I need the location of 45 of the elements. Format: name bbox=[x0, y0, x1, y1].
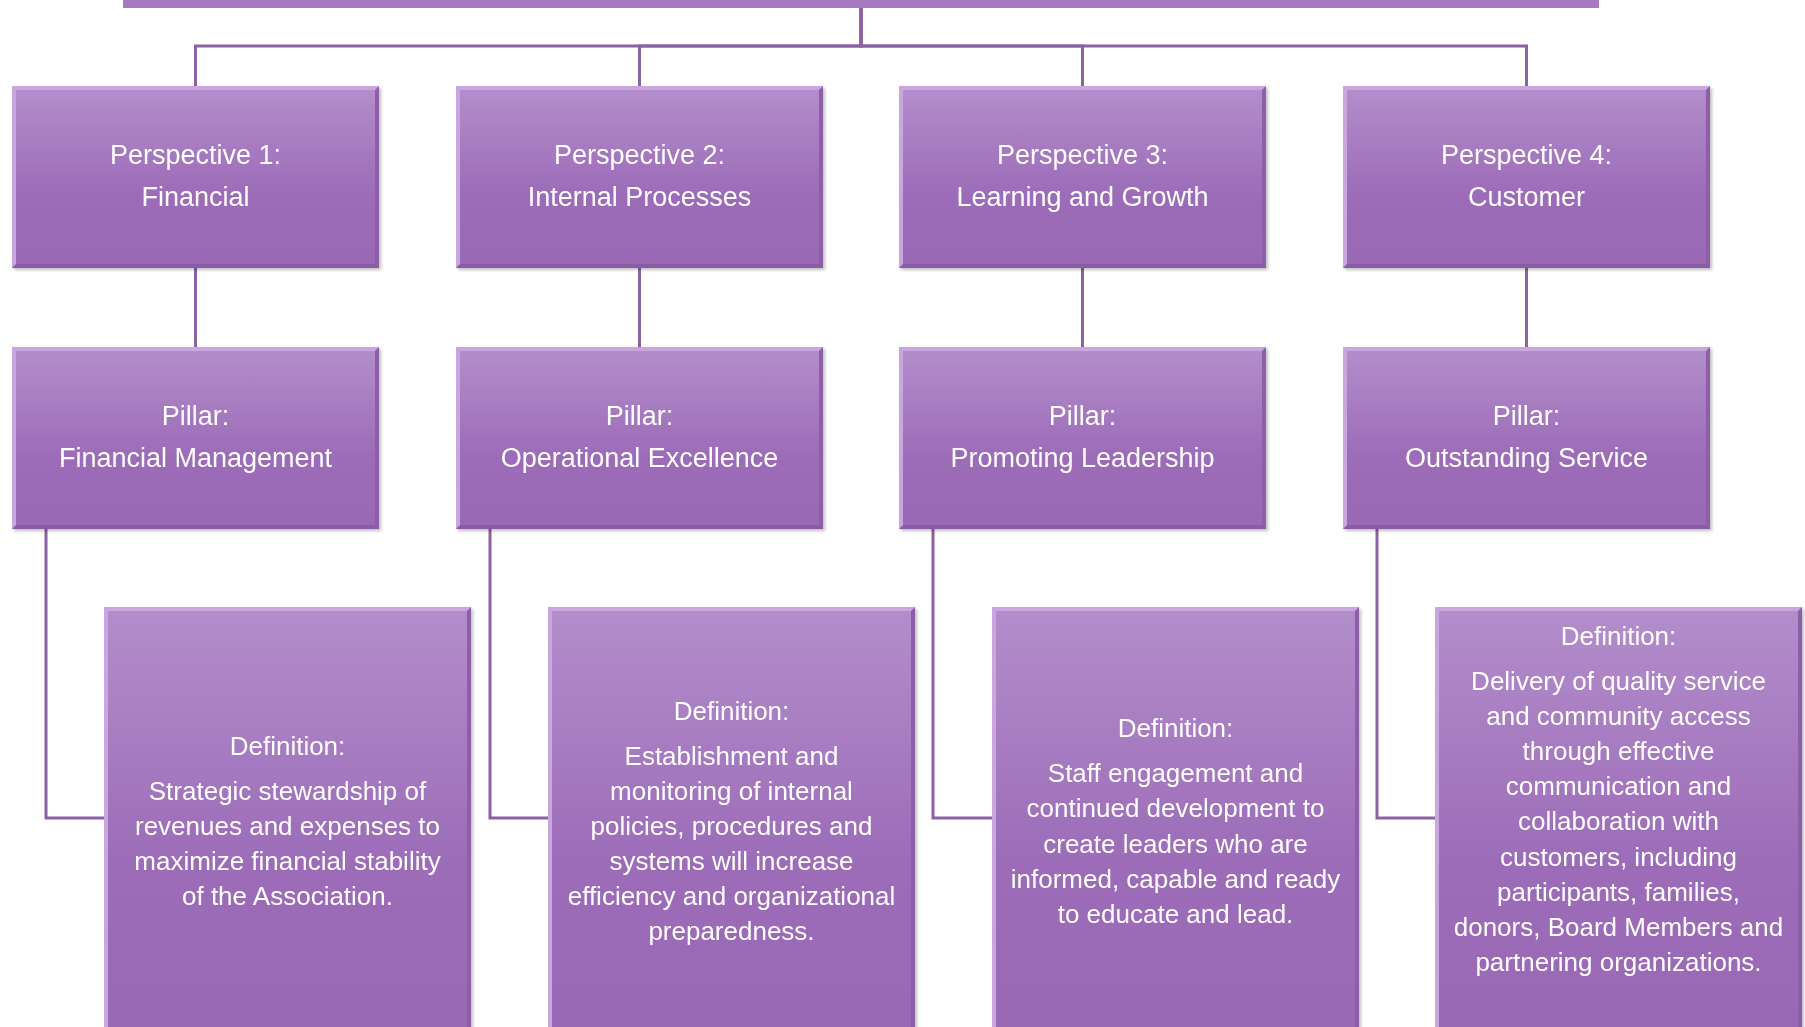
pillar-box bbox=[899, 347, 1266, 529]
connector-line bbox=[194, 268, 197, 347]
box-heading: Definition: bbox=[673, 694, 790, 728]
pillar-box bbox=[1343, 347, 1710, 529]
definition-text: Strategic stewardship of revenues and expenses to maximize financial stability of the Association. bbox=[133, 774, 442, 914]
box-heading: Pillar: bbox=[161, 400, 230, 434]
connector-line bbox=[44, 529, 104, 820]
pillar-box bbox=[12, 347, 379, 529]
box-title: Customer bbox=[1468, 181, 1585, 214]
box-title: Outstanding Service bbox=[1404, 442, 1649, 475]
perspective-box bbox=[899, 86, 1266, 268]
box-heading: Definition: bbox=[1560, 620, 1677, 653]
box-heading: Pillar: bbox=[1492, 400, 1561, 434]
box-heading: Perspective 4: bbox=[1440, 139, 1613, 173]
pillar-box bbox=[456, 347, 823, 529]
box-heading: Perspective 3: bbox=[996, 139, 1169, 173]
box-title: Operational Excellence bbox=[500, 442, 779, 475]
connector-line bbox=[1375, 529, 1435, 820]
definition-text: Delivery of quality service and community access through effective communication and collaboration with customers, including participants, families, donors, Board Members and partnering organizations. bbox=[1453, 665, 1784, 979]
box-title: Financial bbox=[141, 181, 250, 214]
definition-box bbox=[1435, 607, 1802, 1027]
box-heading: Pillar: bbox=[1048, 400, 1117, 434]
connector-line bbox=[1525, 268, 1528, 347]
box-title: Promoting Leadership bbox=[950, 442, 1215, 475]
connector-line bbox=[1081, 268, 1084, 347]
definition-box bbox=[104, 607, 471, 1027]
connector-line bbox=[488, 529, 548, 820]
definition-text: Staff engagement and continued development to create leaders who are informed, capable and ready to educate and lead. bbox=[1010, 757, 1341, 931]
box-heading: Perspective 1: bbox=[109, 139, 282, 173]
connector-line bbox=[931, 529, 992, 820]
perspective-box bbox=[12, 86, 379, 268]
connector-line bbox=[859, 8, 1528, 86]
perspective-box bbox=[1343, 86, 1710, 268]
perspective-box bbox=[456, 86, 823, 268]
box-heading: Perspective 2: bbox=[553, 139, 726, 173]
box-title: Financial Management bbox=[58, 442, 333, 475]
box-heading: Pillar: bbox=[605, 400, 674, 434]
box-heading: Definition: bbox=[1117, 712, 1234, 746]
definition-box bbox=[992, 607, 1359, 1027]
connector-line bbox=[638, 268, 641, 347]
box-heading: Definition: bbox=[229, 729, 346, 763]
definition-text: Establishment and monitoring of internal policies, procedures and systems will increase efficiency and organizational preparedness. bbox=[566, 739, 897, 949]
box-title: Learning and Growth bbox=[956, 181, 1209, 214]
box-title: Internal Processes bbox=[527, 181, 752, 214]
definition-box bbox=[548, 607, 915, 1027]
